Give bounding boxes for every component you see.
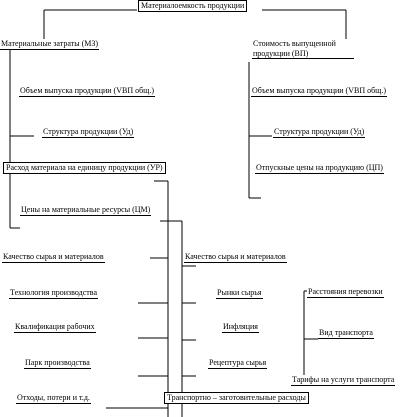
right-factor-volume: Объем выпуска продукции (VВП общ.) [251, 86, 387, 97]
transport-factor-type: Вид транспорта [318, 328, 374, 339]
left-factor-volume: Объем выпуска продукции (VВП общ.) [19, 86, 155, 97]
ur-factor-technology: Технология производства [9, 288, 98, 299]
cm-factor-quality: Качество сырья и материалов [184, 252, 287, 263]
ur-factor-waste: Отходы, потери и т.д. [16, 393, 91, 404]
cm-factor-transport: Транспортно – заготовительные расходы [164, 392, 309, 404]
cm-factor-markets: Рынки сырья [216, 288, 263, 299]
cm-factor-inflation: Инфляция [222, 322, 259, 333]
ur-factor-quality: Качество сырья и материалов [2, 252, 105, 263]
left-branch-node: Материальные затраты (МЗ) [0, 39, 100, 50]
ur-factor-qualification: Квалификация рабочих [14, 322, 96, 333]
transport-factor-tariffs: Тарифы на услуги транспорта [291, 375, 396, 386]
transport-factor-distance: Расстояния перевозки [307, 287, 384, 298]
right-factor-structure: Структура продукции (Уд) [273, 127, 366, 138]
ur-factor-equipment: Парк производства [24, 358, 91, 369]
left-factor-structure: Структура продукции (Уд) [42, 127, 135, 138]
left-factor-material-prices: Цены на материальные ресурсы (ЦМ) [20, 205, 152, 216]
right-factor-prices: Отпускные цены на продукцию (ЦП) [255, 163, 384, 174]
right-branch-node: Стоимость выпущенной продукции (ВП) [252, 39, 354, 59]
cm-factor-recipe: Рецептура сырья [208, 358, 268, 369]
left-factor-material-rate: Расход материала на единицу продукции (У… [3, 162, 166, 174]
root-node: Материалоемкость продукции [138, 0, 248, 12]
